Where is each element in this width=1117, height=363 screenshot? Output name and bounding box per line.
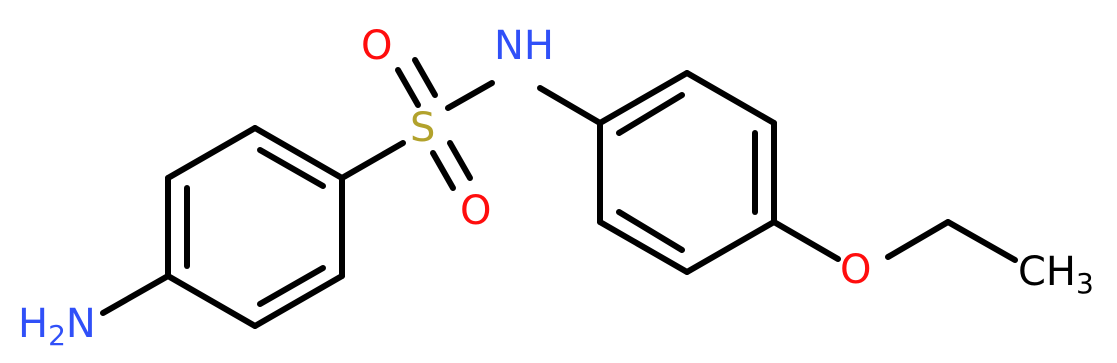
- methyl-ch: CH: [1018, 249, 1076, 295]
- amine-label: H2N: [18, 301, 96, 352]
- bond: [597, 70, 690, 126]
- bond: [684, 70, 777, 126]
- imine-label: NH: [494, 23, 554, 69]
- bond-c-o-ether: [771, 219, 841, 262]
- bond-s-o-bottom: [430, 140, 473, 191]
- bond: [616, 92, 685, 136]
- bond-s-n: [445, 80, 495, 111]
- bond: [616, 209, 685, 253]
- amine-h: H: [18, 301, 48, 347]
- aminophenyl-ring: [165, 125, 345, 329]
- bond: [165, 273, 258, 329]
- amine-n: N: [66, 301, 96, 347]
- oxygen-bottom-label: O: [460, 188, 491, 234]
- amine-subscript: 2: [48, 319, 66, 352]
- bond: [257, 147, 326, 189]
- bond: [252, 125, 345, 181]
- bond: [257, 265, 326, 307]
- oxygen-ether-label: O: [840, 247, 871, 293]
- bond: [165, 125, 258, 181]
- methyl-subscript: 3: [1076, 267, 1094, 300]
- bond-c-n-amine: [100, 273, 171, 316]
- bond-ch2-ch3: [945, 219, 1018, 263]
- bond: [252, 273, 345, 329]
- methyl-label: CH3: [1018, 249, 1094, 300]
- bond-c-s: [339, 140, 406, 181]
- sulfur-label: S: [410, 105, 435, 151]
- bond: [684, 219, 777, 275]
- bond: [597, 219, 690, 275]
- bond-n-c: [537, 85, 603, 126]
- bond-o-ch2: [885, 219, 951, 260]
- bond-s-o-top: [395, 57, 438, 108]
- ethoxyphenyl-ring: [597, 70, 777, 275]
- oxygen-top-label: O: [361, 23, 392, 69]
